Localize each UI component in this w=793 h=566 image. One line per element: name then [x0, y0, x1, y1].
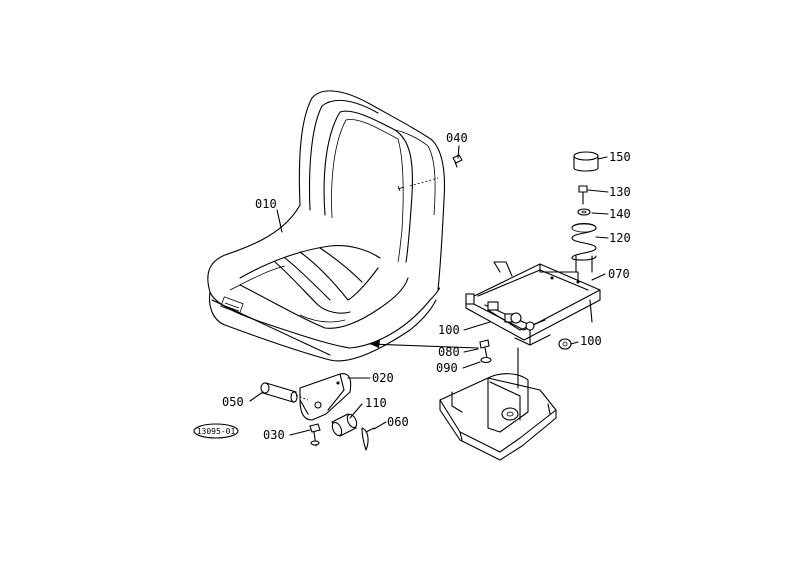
callout-100-right: 100 [580, 334, 602, 348]
base-mount [439, 347, 557, 461]
callout-050: 050 [222, 395, 244, 409]
callout-090: 090 [436, 361, 458, 375]
callout-040: 040 [446, 131, 468, 145]
nut-part-100-right [558, 338, 572, 350]
reference-code-badge: 13095-01 [193, 423, 239, 439]
callout-080: 080 [438, 345, 460, 359]
callout-110: 110 [365, 396, 387, 410]
reference-code: 13095-01 [197, 427, 236, 436]
callout-150: 150 [609, 150, 631, 164]
pin-part-050 [260, 382, 298, 403]
spring-part-120 [571, 222, 597, 273]
slide-rail-part-070 [465, 261, 601, 346]
washer-part-140 [577, 208, 591, 216]
callout-070: 070 [608, 267, 630, 281]
callout-140: 140 [609, 207, 631, 221]
bolt-part-040 [452, 154, 463, 168]
callout-130: 130 [609, 185, 631, 199]
callout-100-left: 100 [438, 323, 460, 337]
leader-lines [249, 145, 609, 436]
seat-part-010 [207, 90, 445, 362]
bolt-part-130 [578, 185, 588, 205]
cap-part-150 [573, 151, 599, 172]
assembly-line [295, 394, 309, 401]
bracket-part-020 [299, 373, 352, 421]
bushing-part-110 [331, 413, 358, 437]
callout-030: 030 [263, 428, 285, 442]
callout-120: 120 [609, 231, 631, 245]
callout-010: 010 [255, 197, 277, 211]
callout-060: 060 [387, 415, 409, 429]
assembly-arrow [369, 340, 479, 349]
callout-020: 020 [372, 371, 394, 385]
bolt-part-030 [309, 423, 321, 447]
bolt-part-080 [479, 339, 490, 359]
clip-pin-part-060 [361, 427, 375, 451]
washer-part-090 [480, 356, 492, 364]
